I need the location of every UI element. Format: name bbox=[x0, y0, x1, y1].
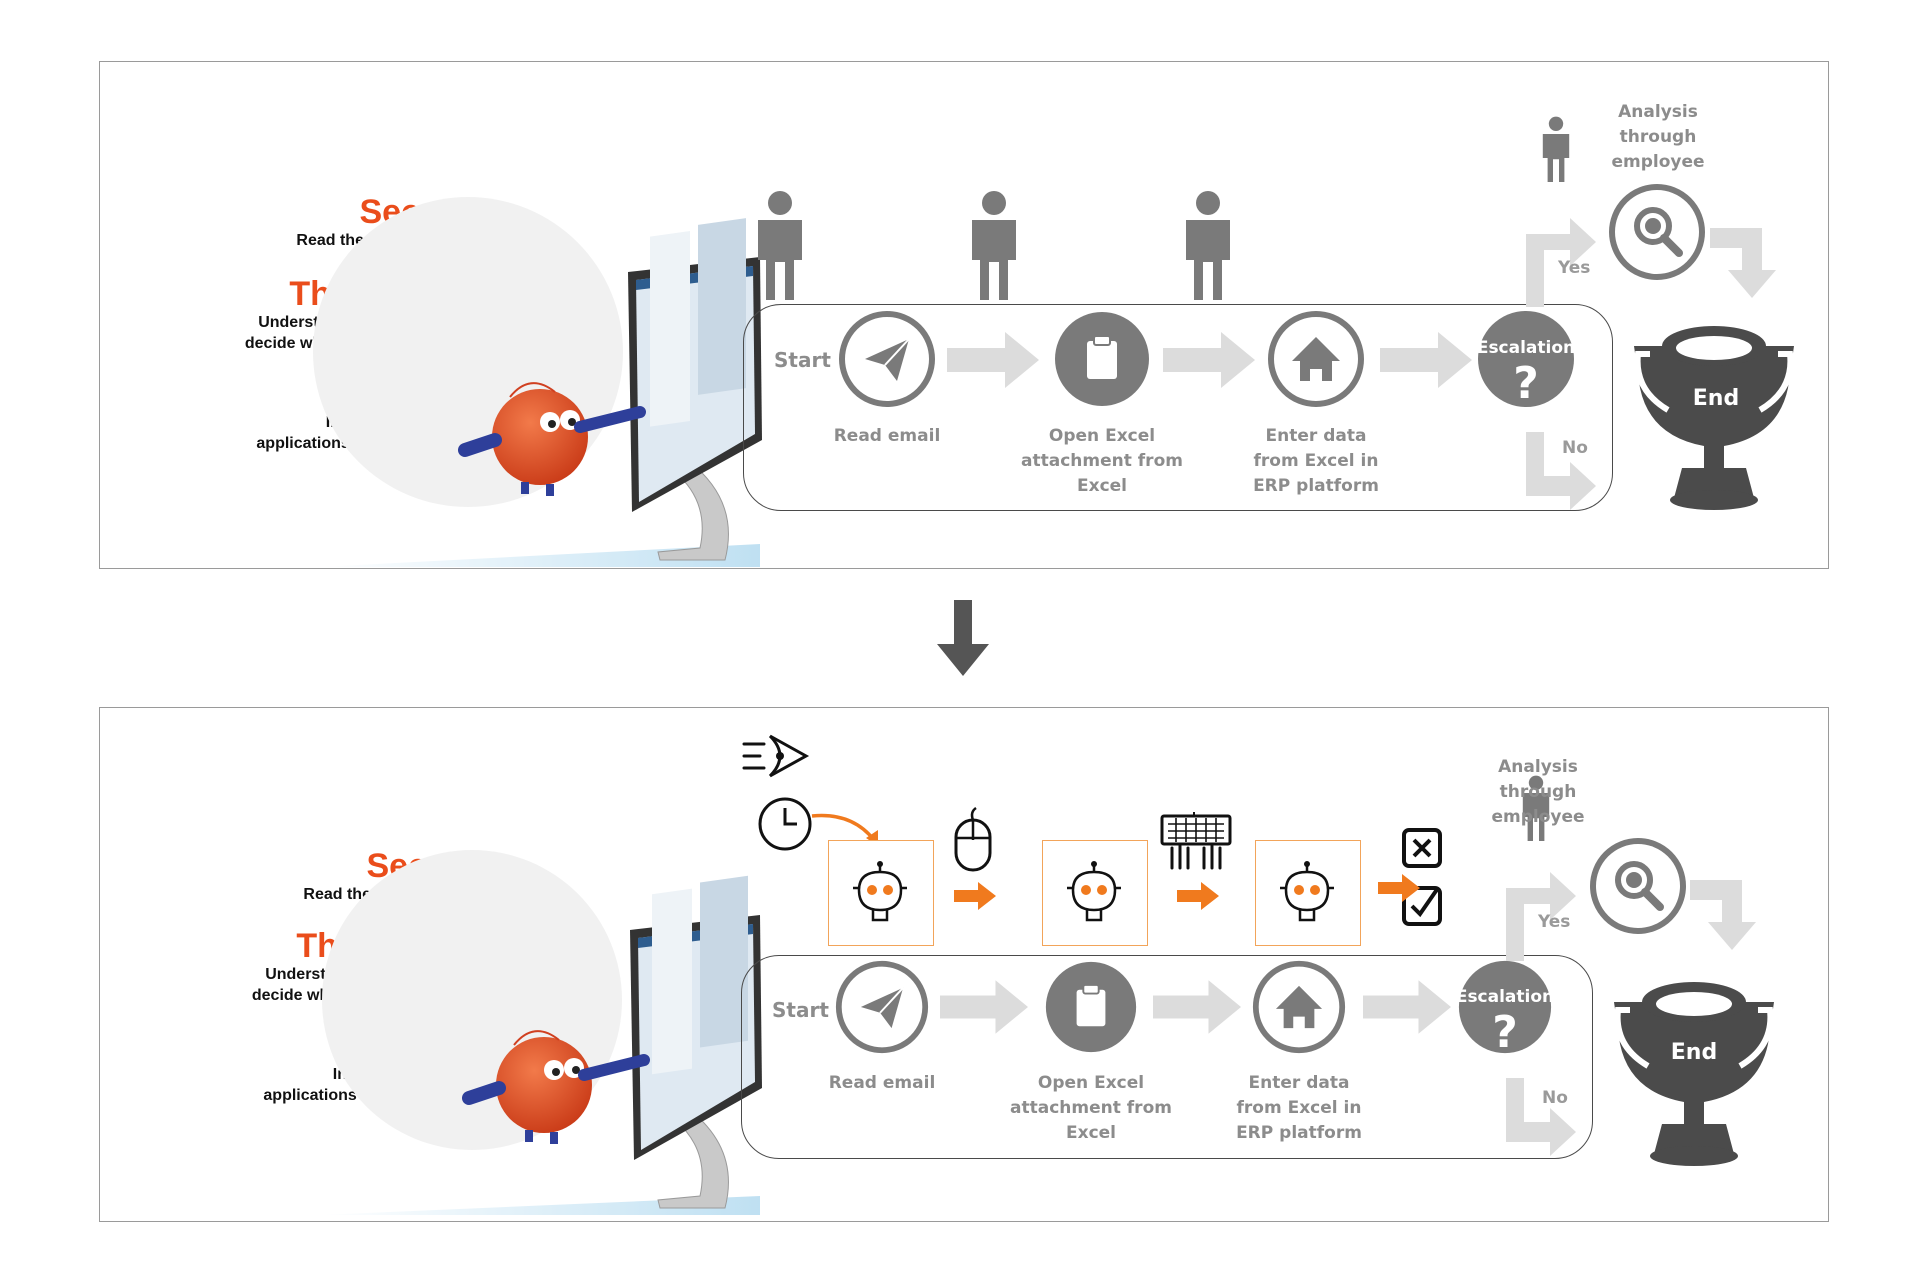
flow-arrow bbox=[947, 332, 1039, 388]
robot-monitor-illustration bbox=[320, 850, 762, 1215]
no-label: No bbox=[1562, 438, 1588, 458]
step-read-email-label: Read email bbox=[782, 1071, 982, 1096]
clock-icon bbox=[758, 797, 812, 851]
step-enter-data-line3: ERP platform bbox=[1236, 1123, 1362, 1143]
end-label: End bbox=[1670, 1040, 1718, 1065]
start-label: Start bbox=[772, 998, 829, 1022]
robot-icon bbox=[1280, 861, 1334, 922]
keyboard-icon bbox=[1160, 812, 1232, 870]
checkbox-x-icon bbox=[1402, 828, 1442, 868]
step-open-excel-line1: Open Excel bbox=[1037, 1073, 1145, 1093]
analysis-to-end-arrow bbox=[1710, 228, 1776, 298]
flow-arrow bbox=[1163, 332, 1255, 388]
escalation-label: Escalation bbox=[1476, 338, 1576, 358]
robot-icon bbox=[853, 861, 907, 922]
escalation-question-mark: ? bbox=[1492, 1007, 1518, 1058]
step-open-excel-line3: Excel bbox=[1065, 1123, 1116, 1143]
step-read-email-text: Read email bbox=[828, 1073, 936, 1093]
analysis-to-end-arrow bbox=[1690, 880, 1756, 950]
step-enter-data-line2: from Excel in bbox=[1236, 1098, 1362, 1118]
escalation-question-mark: ? bbox=[1513, 358, 1539, 409]
flow-arrow bbox=[1153, 980, 1241, 1034]
escalation-icon bbox=[1458, 960, 1552, 1054]
person-icon bbox=[1522, 775, 1550, 841]
analysis-label: Analysis through employee bbox=[1468, 755, 1608, 830]
robot-read-email-box bbox=[828, 840, 934, 946]
escalation-label: Escalation bbox=[1455, 987, 1555, 1007]
trophy-icon bbox=[1634, 326, 1794, 510]
process-flow-box bbox=[743, 304, 1613, 511]
person-icon bbox=[1542, 116, 1570, 182]
yes-label: Yes bbox=[1538, 912, 1571, 932]
end-label: End bbox=[1692, 386, 1740, 411]
analysis-line3: employee bbox=[1491, 807, 1585, 827]
person-icon bbox=[1186, 191, 1230, 300]
step-read-email-text: Read email bbox=[833, 426, 941, 446]
yes-branch-arrow bbox=[1506, 872, 1576, 961]
analysis-line2: through bbox=[1619, 127, 1697, 147]
yes-branch-arrow bbox=[1526, 218, 1596, 307]
paper-plane-icon bbox=[839, 311, 935, 407]
home-icon bbox=[1252, 960, 1346, 1054]
robot-monitor-illustration bbox=[313, 197, 762, 567]
step-enter-data-line2: from Excel in bbox=[1253, 451, 1379, 471]
step-open-excel-line1: Open Excel bbox=[1048, 426, 1156, 446]
flow-arrow bbox=[940, 980, 1028, 1034]
clipboard-icon bbox=[1045, 961, 1137, 1053]
step-open-excel-label: Open Excel attachment from Excel bbox=[1002, 424, 1202, 499]
robot-flow-arrow bbox=[1177, 882, 1219, 910]
analysis-line1: Analysis bbox=[1618, 102, 1698, 122]
home-icon bbox=[1268, 311, 1364, 407]
step-enter-data-label: Enter data from Excel in ERP platform bbox=[1199, 1071, 1399, 1146]
step-enter-data-line1: Enter data bbox=[1248, 1073, 1350, 1093]
analysis-line1: Analysis bbox=[1498, 757, 1578, 777]
no-branch-arrow bbox=[1506, 1078, 1576, 1156]
step-open-excel-line2: attachment from bbox=[1010, 1098, 1172, 1118]
step-open-excel-label: Open Excel attachment from Excel bbox=[991, 1071, 1191, 1146]
magnifier-icon bbox=[1609, 184, 1705, 280]
step-read-email-label: Read email bbox=[787, 424, 987, 449]
step-enter-data-line3: ERP platform bbox=[1253, 476, 1379, 496]
start-label: Start bbox=[774, 348, 831, 372]
process-flow-box bbox=[741, 955, 1593, 1159]
yes-label: Yes bbox=[1558, 258, 1591, 278]
analysis-label: Analysis through employee bbox=[1588, 100, 1728, 175]
checkbox-check-icon bbox=[1402, 886, 1442, 926]
no-label: No bbox=[1542, 1088, 1568, 1108]
step-open-excel-line3: Excel bbox=[1076, 476, 1127, 496]
magnifier-icon bbox=[1590, 838, 1686, 934]
trophy-icon bbox=[1614, 982, 1774, 1166]
analysis-line3: employee bbox=[1611, 152, 1705, 172]
clipboard-icon bbox=[1055, 312, 1149, 406]
flow-arrow bbox=[1380, 332, 1472, 388]
flow-arrow bbox=[1363, 980, 1451, 1034]
robot-flow-arrow bbox=[954, 882, 996, 910]
robot-icon bbox=[1067, 861, 1121, 922]
paper-plane-icon bbox=[835, 960, 929, 1054]
analysis-line2: through bbox=[1499, 782, 1577, 802]
robot-flow-arrow bbox=[1378, 874, 1420, 902]
step-enter-data-label: Enter data from Excel in ERP platform bbox=[1216, 424, 1416, 499]
automated-process-panel: See Read the screen Think Understand and… bbox=[99, 707, 1829, 1222]
no-branch-arrow bbox=[1526, 432, 1596, 510]
person-icon bbox=[758, 191, 802, 300]
current-process-panel: See Read the screen Think Understand and… bbox=[99, 61, 1829, 569]
step-enter-data-line1: Enter data bbox=[1265, 426, 1367, 446]
person-icon bbox=[972, 191, 1016, 300]
step-open-excel-line2: attachment from bbox=[1021, 451, 1183, 471]
mouse-icon bbox=[954, 806, 992, 872]
escalation-icon bbox=[1478, 311, 1574, 407]
down-arrow-icon bbox=[937, 600, 989, 676]
eye-icon bbox=[742, 734, 810, 778]
